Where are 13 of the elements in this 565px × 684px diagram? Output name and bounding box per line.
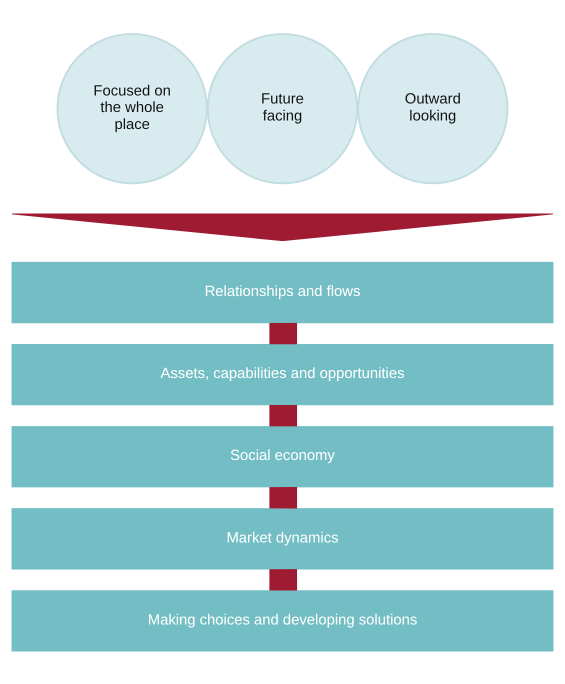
node-box: Relationships and flows (12, 261, 554, 323)
connector (269, 322, 298, 344)
node-circle: Outward looking (357, 32, 508, 184)
node-circle: Focused on the whole place (56, 32, 208, 184)
node-circle: Future facing (206, 32, 358, 184)
connector (269, 486, 298, 508)
connector (269, 568, 298, 590)
node-triangle (12, 212, 554, 241)
node-box: Market dynamics (12, 508, 554, 569)
connector (269, 404, 298, 426)
node-box: Assets, capabilities and opportunities (12, 343, 554, 405)
node-box: Social economy (12, 426, 554, 487)
node-box: Making choices and developing solutions (12, 590, 554, 652)
